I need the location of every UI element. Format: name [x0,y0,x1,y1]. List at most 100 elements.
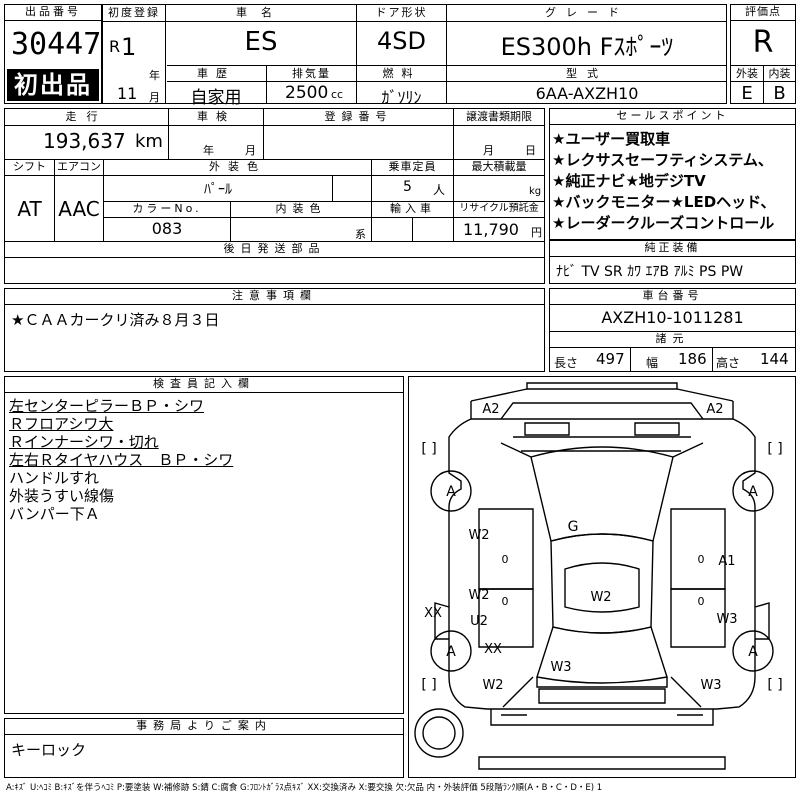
width-label: 幅 [646,356,659,370]
inspection-month-unit: 月 [245,144,256,157]
tire-rear-left-label: A [446,644,456,660]
month-value: 11 [117,84,138,103]
load-unit: kg [529,186,542,197]
grade-label: グレード [545,6,629,19]
later-parts-label: 後日発送部品 [223,242,326,255]
shift-label: シフト [13,160,46,173]
model-label: 型式 [566,67,608,80]
door-value: 4SD [377,27,426,55]
top-grid: 初度登録 R 1 年 11 月 車名 ES ドア形状 4SD グレード ES30… [102,4,727,108]
score-box: 評価点 R 外装 内装 E B [730,4,796,104]
regno-label: 登録番号 [324,110,393,123]
office-panel: 事務局よりご案内 キーロック [4,718,404,778]
score-label: 評価点 [731,5,795,21]
inspection-label: 車検 [197,110,235,123]
header-panel: 出品番号 30447 初出品 初度登録 R 1 年 11 月 車名 ES ドア形… [4,4,796,108]
inspector-line: 左右Ｒタイヤハウス ＢＰ・シワ [9,451,234,469]
score-value: R [752,25,774,60]
a2-left-label: A2 [482,402,499,417]
selling-point-item: ★レーダークルーズコントロール [552,214,775,232]
notes-text: ★ＣＡＡカークリ済み８月３日 [11,311,220,329]
a2-right-label: A2 [706,402,723,417]
displacement-label: 排気量 [292,67,331,80]
month-unit: 月 [149,91,160,104]
bracket-left-rear: [ ] [421,677,436,693]
transfer-label: 譲渡書類期限 [466,110,532,123]
history-label: 車歴 [197,67,235,80]
spec-title: 諸元 [655,332,690,345]
front-left-door-label: W2 [468,528,489,543]
interior-label: 内装 [768,67,791,80]
mileage-unit: km [135,131,163,152]
tire-front-left-label: A [446,484,456,500]
selling-point-item: ★レクサスセーフティシステム、 [552,151,773,169]
chassis-title: 車台番号 [550,289,795,305]
equipment-panel: 純正装備 ﾅﾋﾞ TV SR ｶﾜ ｴｱB ｱﾙﾐ PS PW [549,240,796,284]
left-mirror-label: XX [424,606,442,621]
ext-color-value: ﾊﾟｰﾙ [204,182,232,198]
transfer-month-unit: 月 [483,144,494,157]
mileage-label: 走行 [65,110,108,123]
inspector-line: Ｒインナーシワ・切れ [9,433,159,451]
selling-points-panel: セールスポイント ★ユーザー買取車★レクサスセーフティシステム、★純正ナビ★地デ… [549,108,796,240]
roof-label: W2 [590,590,611,605]
front-right-door-zero: 0 [698,553,705,566]
exterior-value: E [741,83,753,104]
inspector-line: 外装うすい線傷 [9,487,115,505]
inspection-year-unit: 年 [203,144,214,157]
legend: A:ｷｽﾞ U:ﾍｺﾐ B:ｷｽﾞを伴うﾍｺﾐ P:要塗装 W:補修跡 S:錆 … [6,783,603,793]
history-value: 自家用 [190,88,242,108]
selling-point-item: ★バックモニター★LEDヘッド、 [552,193,776,211]
trunk-label: W3 [550,660,571,675]
grade-value: ES300h Fｽﾎﾟｰﾂ [500,33,674,61]
model-value: 6AA-AXZH10 [535,84,639,103]
bracket-right-front: [ ] [767,441,782,457]
lot-number: 30447 [11,27,102,62]
height-label: 高さ [716,356,741,370]
door-label: ドア形状 [375,6,428,19]
rear-right-door-zero: 0 [698,595,705,608]
selling-points-title: セールスポイント [550,109,795,125]
selling-points-list: ★ユーザー買取車★レクサスセーフティシステム、★純正ナビ★地デジTV★バックモニ… [552,129,795,234]
chassis-panel: 車台番号 AXZH10-1011281 諸元 長さ 497 幅 186 高さ 1… [549,288,796,372]
equipment-title: 純正装備 [550,241,795,257]
first-time-badge: 初出品 [7,69,99,101]
rear-left-door-zero: 0 [502,595,509,608]
rear-left-door-label: W2 [468,588,489,603]
selling-point-item: ★純正ナビ★地デジTV [552,172,706,190]
interior-value: B [773,83,786,104]
rear-left-door-label-2: U2 [470,614,488,629]
ext-color-label: 外装色 [209,160,266,173]
bracket-right-rear: [ ] [767,677,782,693]
import-label: 輸入車 [390,202,435,215]
capacity-unit: 人 [433,183,446,197]
front-left-door-zero: 0 [502,553,509,566]
transfer-day-unit: 日 [525,144,536,157]
fuel-label: 燃料 [382,67,421,80]
car-diagram: A2 A2 [ ] [ ] A A G W2 0 0 A1 W2 W2 0 U2… [414,382,783,770]
rear-left-bumper-label: W2 [482,678,503,693]
inspector-line: Ｒフロアシワ大 [9,415,114,433]
chassis-number: AXZH10-1011281 [601,308,744,327]
era-year: 1 [121,33,137,61]
width-value: 186 [678,350,707,368]
lot-number-box: 出品番号 30447 初出品 [4,4,102,104]
office-text: キーロック [11,741,87,759]
recycle-label: リサイクル預託金 [459,203,539,214]
year-unit: 年 [149,69,160,82]
details-panel: 走行 193,637 km 車検 年 月 登録番号 譲渡書類期限 月 日 シフト… [4,108,545,284]
ac-label: エアコン [57,160,101,173]
car-diagram-panel: A2 A2 [ ] [ ] A A G W2 0 0 A1 W2 W2 0 U2… [408,376,796,778]
int-color-label: 内装色 [275,202,327,215]
recycle-unit: 円 [531,226,542,239]
capacity-label: 乗車定員 [388,160,437,173]
front-right-door-label: A1 [718,554,735,569]
inspector-line: バンパー下Ａ [9,505,100,523]
notes-title: 注意事項欄 [5,289,544,305]
equipment-items: ﾅﾋﾞ TV SR ｶﾜ ｴｱB ｱﾙﾐ PS PW [556,264,744,280]
displacement-value: 2500 [285,83,329,103]
int-color-unit: 系 [355,228,366,241]
office-title: 事務局よりご案内 [5,719,403,735]
length-label: 長さ [554,356,579,370]
